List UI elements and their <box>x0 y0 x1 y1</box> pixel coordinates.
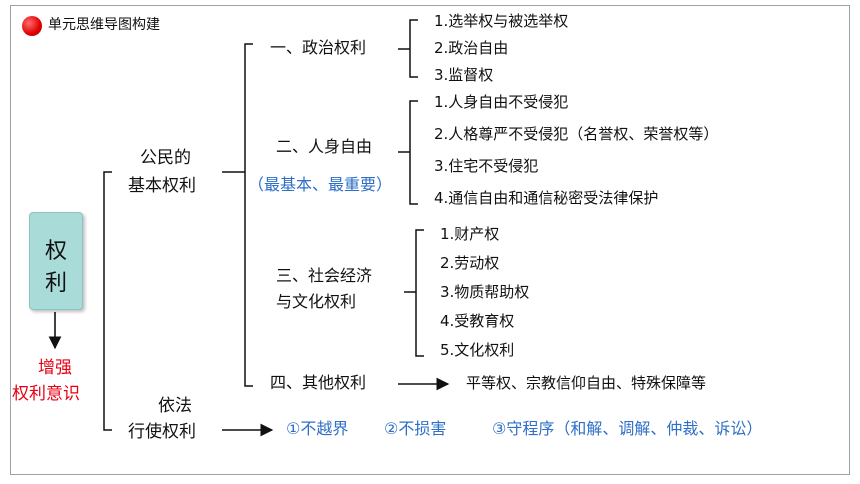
socioeconomic-item-3: 3.物质帮助权 <box>440 283 530 301</box>
political-bracket <box>409 19 418 78</box>
political-item-1: 1.选举权与被选举权 <box>434 12 569 30</box>
socioeconomic-item-1: 1.财产权 <box>440 225 500 243</box>
socioeconomic-bracket <box>415 229 424 357</box>
slide-frame <box>10 5 850 475</box>
other-label: 四、其他权利 <box>270 373 367 392</box>
outcome-line-2: 权利意识 <box>12 384 80 404</box>
personal-note: （最基本、最重要） <box>248 175 393 194</box>
socioeconomic-item-5: 5.文化权利 <box>440 341 515 359</box>
other-detail: 平等权、宗教信仰自由、特殊保障等 <box>466 374 707 392</box>
political-label: 一、政治权利 <box>270 38 367 57</box>
political-item-3: 3.监督权 <box>434 66 494 84</box>
root-line-1: 权 <box>44 239 67 264</box>
personal-item-4: 4.通信自由和通信秘密受法律保护 <box>434 189 659 207</box>
principle-1: ①不越界 <box>286 419 349 438</box>
personal-item-1: 1.人身自由不受侵犯 <box>434 93 569 111</box>
personal-item-3: 3.住宅不受侵犯 <box>434 157 539 175</box>
exercise-line-1: 依法 <box>158 396 192 416</box>
socioeconomic-line-1: 三、社会经济 <box>276 266 373 285</box>
header-title: 单元思维导图构建 <box>48 17 160 33</box>
rights-line-2: 基本权利 <box>128 176 196 196</box>
political-item-2: 2.政治自由 <box>434 39 509 57</box>
outcome-line-1: 增强 <box>38 358 72 378</box>
personal-label: 二、人身自由 <box>276 137 373 156</box>
rights-line-1: 公民的 <box>140 148 191 168</box>
exercise-line-2: 行使权利 <box>128 422 196 442</box>
red-dot-icon <box>22 16 42 36</box>
rights-bracket <box>244 43 253 387</box>
root-line-2: 利 <box>44 271 67 296</box>
socioeconomic-item-4: 4.受教育权 <box>440 312 515 330</box>
principle-2: ②不损害 <box>384 419 447 438</box>
socioeconomic-line-2: 与文化权利 <box>276 292 357 311</box>
root-node: 权 利 <box>29 212 83 310</box>
personal-item-2: 2.人格尊严不受侵犯（名誉权、荣誉权等） <box>434 125 719 143</box>
socioeconomic-item-2: 2.劳动权 <box>440 254 500 272</box>
personal-bracket <box>409 100 418 205</box>
principle-3: ③守程序（和解、调解、仲裁、诉讼） <box>492 419 763 438</box>
root-bracket <box>103 171 112 431</box>
